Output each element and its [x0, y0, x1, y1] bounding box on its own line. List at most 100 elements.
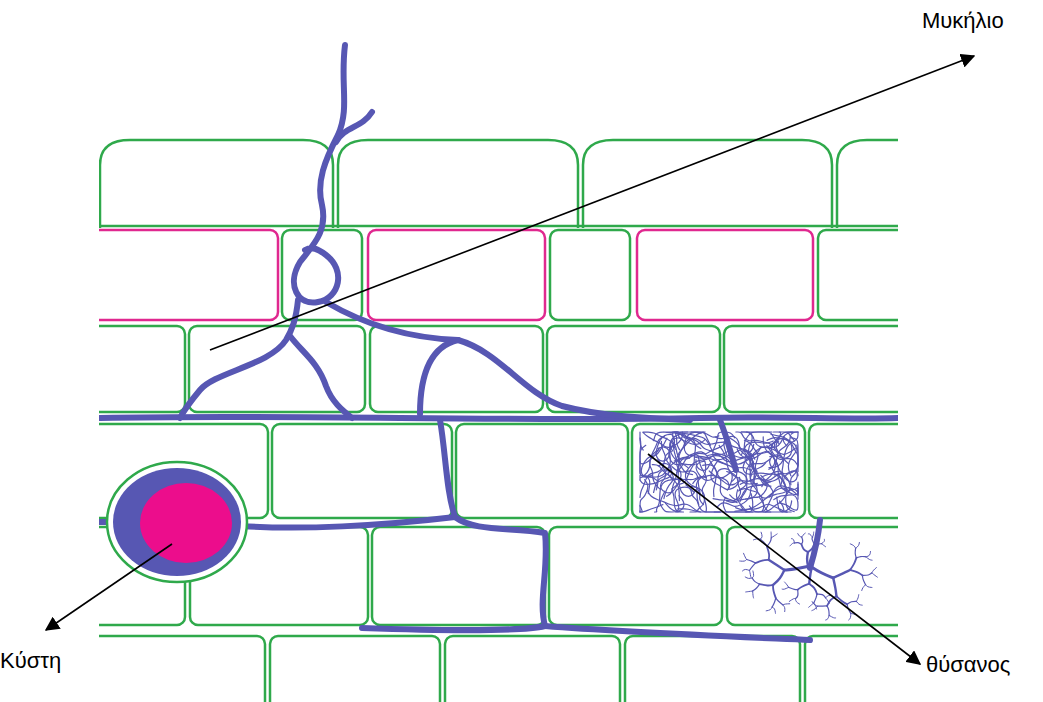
- arbuscule-branch: [772, 598, 776, 607]
- arbuscule-branch: [746, 591, 753, 593]
- arbuscule-branch: [812, 532, 813, 537]
- arbuscule-branch: [675, 433, 729, 454]
- arbuscule-branch: [866, 557, 872, 560]
- cortex-cell: [549, 527, 722, 625]
- arbuscule-branch: [685, 456, 712, 494]
- arbuscule-branch: [647, 491, 700, 512]
- arbuscule-branch: [753, 584, 760, 591]
- cell-layers: [99, 45, 898, 702]
- arbuscule-branch: [808, 534, 812, 537]
- arbuscule-branch: [866, 585, 872, 588]
- vesicle-wall: [107, 462, 247, 582]
- arbuscule-branch: [814, 603, 817, 609]
- arbuscule-branch: [674, 432, 701, 448]
- arbuscule-branch: [829, 615, 836, 618]
- leader-lines: [46, 56, 974, 664]
- cortex-cell: [99, 326, 185, 412]
- arbuscule-branch: [771, 534, 777, 538]
- arbuscule-branch: [795, 590, 798, 599]
- arbuscule-branch: [756, 560, 769, 563]
- arbuscule-branch: [769, 560, 785, 570]
- arbuscule-branch: [690, 455, 737, 481]
- arbuscule-branch: [742, 432, 773, 454]
- arbuscule-branch: [772, 607, 775, 613]
- arbuscule-branch: [780, 432, 795, 441]
- arbuscule-branch: [856, 556, 866, 557]
- arbuscule-branch: [856, 542, 860, 548]
- hypha: [326, 302, 458, 414]
- epidermal-cell: [100, 140, 333, 228]
- arbuscule-branch: [749, 570, 750, 577]
- arbuscule-branch: [814, 543, 821, 545]
- hypha: [290, 336, 352, 418]
- arbuscule-branch: [742, 569, 749, 571]
- arbuscule-branch: [822, 544, 826, 547]
- arbuscule-branch: [678, 456, 696, 496]
- passage-cell: [368, 230, 545, 320]
- epidermal-cell: [837, 140, 898, 228]
- arbuscule-branch: [667, 441, 680, 496]
- arbuscule-branch: [641, 438, 667, 477]
- arbuscule-branch: [677, 452, 718, 474]
- cortex-cell: [818, 230, 898, 320]
- arbuscule-branch: [802, 533, 805, 537]
- arbuscule-branch: [855, 548, 856, 558]
- arbuscule-branch: [810, 566, 833, 578]
- hypha: [336, 112, 372, 142]
- arbuscule-branch: [801, 544, 808, 552]
- arbuscule-branch: [744, 553, 747, 559]
- arbuscule-branch: [642, 447, 670, 477]
- arbuscule-branch: [767, 538, 771, 547]
- arbuscule-branch: [719, 445, 757, 484]
- hypha: [100, 417, 898, 419]
- leader-line: [46, 544, 172, 630]
- arbuscule-branch: [872, 568, 877, 573]
- arbuscule-branch: [747, 560, 756, 563]
- arbuscule-branch: [822, 539, 825, 543]
- arbuscule-branch: [862, 573, 871, 576]
- arbuscule-branch: [850, 558, 856, 570]
- arbuscule-branch: [850, 570, 862, 576]
- arbuscule-branch: [809, 603, 814, 607]
- passage-cell: [637, 230, 813, 320]
- hypha: [458, 340, 690, 420]
- arbuscule-branch: [656, 470, 673, 499]
- arbuscule-branch: [749, 478, 773, 512]
- arbuscule-branch: [773, 432, 795, 454]
- arbuscule-branch: [766, 607, 772, 611]
- arbuscule-branch: [727, 475, 768, 502]
- arbuscule-branch: [795, 599, 799, 604]
- arbuscule-branch: [808, 544, 814, 552]
- arbuscule-branch: [798, 534, 802, 537]
- hypha: [545, 626, 810, 640]
- arbuscule-branch: [749, 563, 755, 570]
- cortex-cell: [625, 636, 800, 702]
- cortex-cells: [99, 326, 898, 702]
- arbuscule-branch: [771, 532, 772, 538]
- hypha: [180, 300, 298, 418]
- arbuscule-branch: [741, 432, 779, 443]
- arbuscule-branch: [752, 578, 759, 584]
- cortex-cell: [189, 326, 365, 412]
- cortex-cell: [372, 527, 545, 625]
- hypha: [294, 45, 345, 302]
- arbuscule-branch: [640, 463, 672, 484]
- leader-line: [210, 56, 974, 350]
- arbuscule-branch: [790, 543, 794, 546]
- epidermal-cell: [583, 140, 832, 228]
- arbuscule-branch: [740, 560, 747, 562]
- arbuscule-branch: [801, 537, 802, 544]
- arbuscule-branch: [760, 584, 773, 585]
- arbuscule-branch: [847, 601, 856, 604]
- arbuscule-branch: [862, 585, 866, 591]
- arbuscule-branch: [783, 604, 790, 605]
- arbuscule-branch: [782, 587, 788, 589]
- cortex-cell: [550, 230, 630, 320]
- cortex-cell: [272, 424, 452, 518]
- cortex-cell: [99, 636, 265, 702]
- arbuscule-branch: [791, 539, 794, 543]
- arbuscule-branch: [734, 456, 768, 485]
- vesicle: [107, 462, 247, 582]
- arbuscule-branch: [643, 432, 676, 449]
